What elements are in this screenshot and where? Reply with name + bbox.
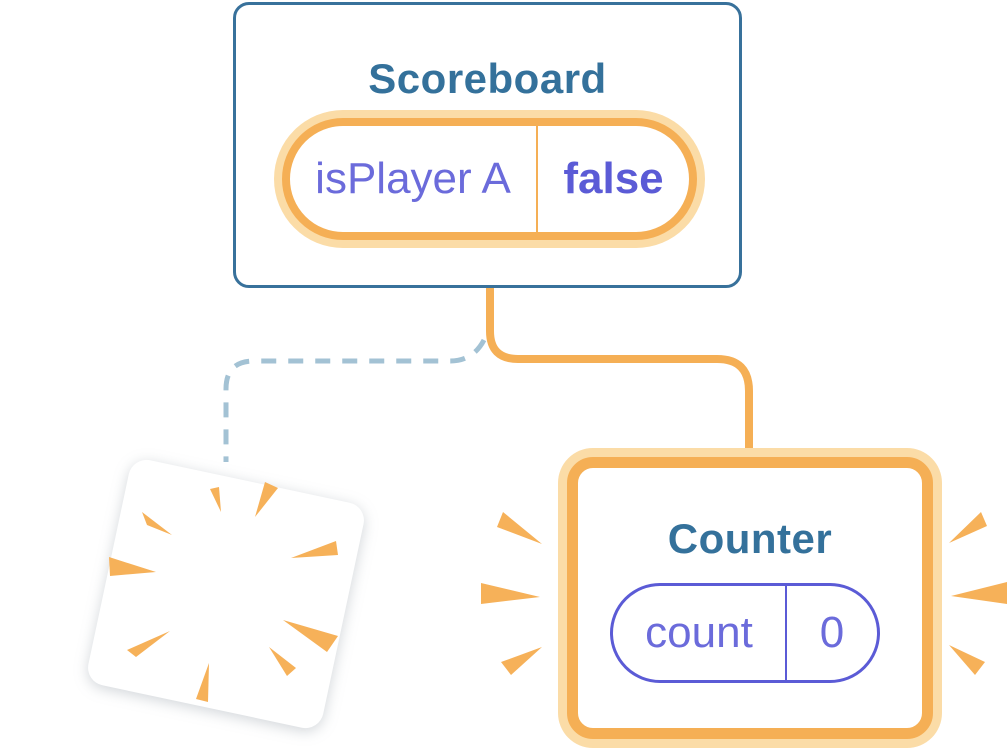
scoreboard-title: Scoreboard [368, 55, 607, 102]
state-key: isPlayer A [315, 154, 511, 203]
burst-icon [109, 482, 338, 702]
counter-state-pill: count 0 [610, 583, 880, 683]
state-value: false [563, 154, 664, 203]
scoreboard-card: Scoreboard isPlayer A false [233, 2, 742, 288]
state-key: count [645, 608, 753, 657]
poof-icon-right [949, 512, 1007, 675]
destroyed-card [88, 459, 364, 729]
poof-icon-left [481, 512, 542, 675]
orange-connector-line [486, 286, 753, 460]
counter-card: Counter count 0 [567, 457, 933, 739]
dashed-connector-line [223, 338, 487, 462]
pill-divider [785, 586, 787, 680]
counter-title: Counter [667, 515, 833, 562]
scoreboard-state-pill: isPlayer A false [282, 118, 697, 240]
state-value: 0 [819, 608, 845, 657]
pill-divider [536, 126, 538, 232]
